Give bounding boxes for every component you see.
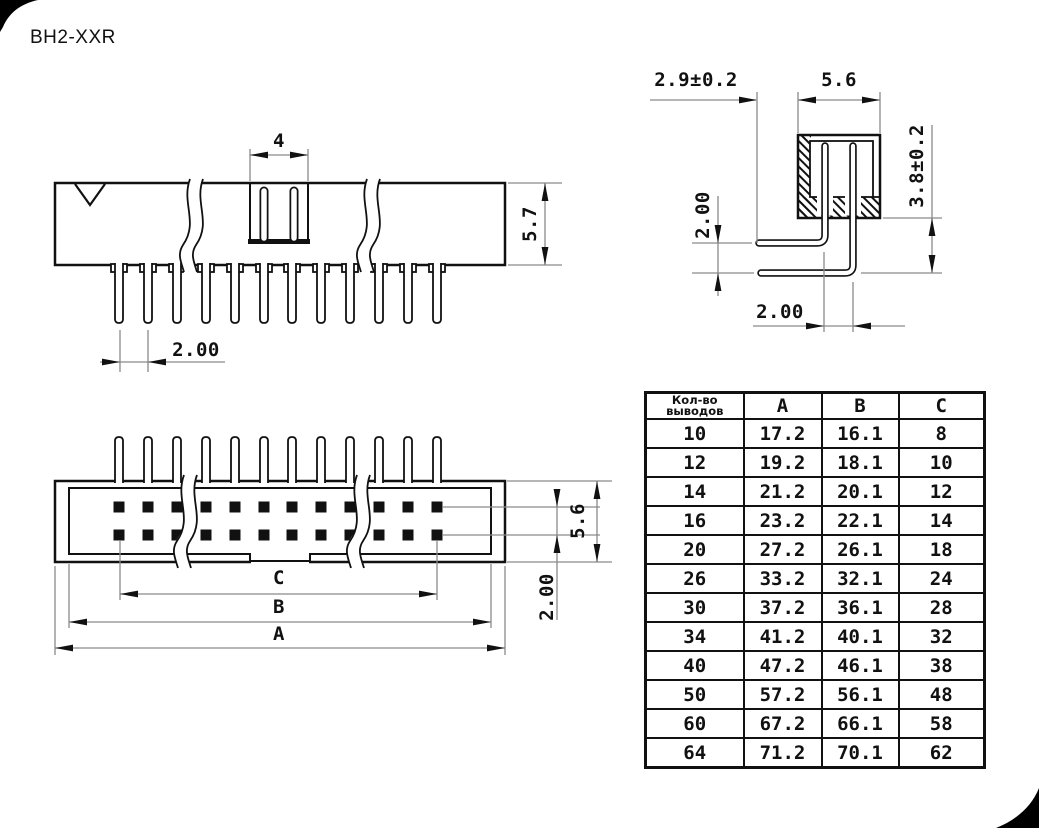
cell-pins: 16 — [644, 505, 745, 536]
cell-pins: 26 — [644, 563, 745, 594]
cell-a: 71.2 — [742, 737, 823, 769]
cell-c: 12 — [897, 476, 986, 507]
dim-front-slot-width: 4 — [273, 130, 285, 152]
cell-c: 28 — [897, 592, 986, 623]
scan-artifact-bottom-right — [996, 788, 1039, 828]
scan-artifact-top-left — [0, 0, 38, 32]
cell-pins: 60 — [644, 708, 745, 739]
front-view-dimensions — [100, 149, 562, 372]
cell-c: 32 — [897, 621, 986, 652]
cell-c: 24 — [897, 563, 986, 594]
dim-front-body-height: 5.7 — [519, 206, 541, 242]
polarity-notch — [74, 183, 106, 207]
cell-b: 16.1 — [820, 418, 900, 449]
cell-pins: 40 — [644, 650, 745, 681]
col-header-pins-line1: Кол-во — [671, 393, 718, 407]
dim-top-body-width: 5.6 — [567, 503, 589, 539]
dim-side-pin-pitch: 2.00 — [756, 301, 804, 323]
cell-pins: 12 — [644, 447, 745, 478]
cell-c: 38 — [897, 650, 986, 681]
dim-side-body-to-pin: 3.8±0.2 — [906, 124, 928, 208]
cell-pins: 14 — [644, 476, 745, 507]
col-header-pins-line2: выводов — [666, 404, 724, 418]
cell-a: 37.2 — [742, 592, 823, 623]
cell-b: 40.1 — [820, 621, 900, 652]
dim-side-row-pitch: 2.00 — [692, 191, 714, 239]
cell-pins: 50 — [644, 679, 745, 710]
side-view-drawing — [755, 133, 882, 277]
cell-b: 66.1 — [820, 708, 900, 739]
cell-c: 18 — [897, 534, 986, 565]
col-header-b: B — [820, 391, 900, 420]
cell-c: 58 — [897, 708, 986, 739]
cell-c: 8 — [897, 418, 986, 449]
cell-a: 21.2 — [742, 476, 823, 507]
cell-pins: 30 — [644, 592, 745, 623]
cell-a: 57.2 — [742, 679, 823, 710]
cell-a: 67.2 — [742, 708, 823, 739]
cell-a: 19.2 — [742, 447, 823, 478]
cell-b: 46.1 — [820, 650, 900, 681]
cell-pins: 10 — [644, 418, 745, 449]
cell-b: 56.1 — [820, 679, 900, 710]
cell-c: 48 — [897, 679, 986, 710]
cell-c: 62 — [897, 737, 986, 769]
dim-front-pin-pitch: 2.00 — [172, 339, 220, 361]
cell-c: 14 — [897, 505, 986, 536]
top-view-dimensions — [54, 480, 612, 655]
cell-b: 26.1 — [820, 534, 900, 565]
cell-pins: 34 — [644, 621, 745, 652]
col-header-a: A — [742, 391, 823, 420]
dim-top-row-pitch: 2.00 — [536, 573, 558, 621]
dim-top-c: C — [273, 567, 285, 589]
top-view-drawing — [53, 436, 507, 568]
cell-b: 18.1 — [820, 447, 900, 478]
dim-top-a: A — [273, 623, 285, 645]
cell-b: 36.1 — [820, 592, 900, 623]
cell-b: 32.1 — [820, 563, 900, 594]
cell-pins: 64 — [644, 737, 745, 769]
dim-side-body-width: 5.6 — [821, 69, 857, 91]
cell-a: 47.2 — [742, 650, 823, 681]
cell-b: 70.1 — [820, 737, 900, 769]
dim-top-b: B — [273, 596, 285, 618]
part-number-title: BH2-XXR — [30, 27, 116, 48]
col-header-pins: Кол-во выводов — [644, 391, 745, 420]
cell-a: 17.2 — [742, 418, 823, 449]
cell-pins: 20 — [644, 534, 745, 565]
table-header-row: Кол-во выводов A B C — [644, 391, 986, 420]
cell-a: 41.2 — [742, 621, 823, 652]
cell-a: 33.2 — [742, 563, 823, 594]
front-view-drawing — [53, 179, 507, 324]
cell-b: 22.1 — [820, 505, 900, 536]
side-view-dimensions — [650, 92, 942, 332]
col-header-c: C — [897, 391, 986, 420]
cell-b: 20.1 — [820, 476, 900, 507]
cell-a: 27.2 — [742, 534, 823, 565]
dim-side-pin-to-body: 2.9±0.2 — [654, 69, 738, 91]
cell-c: 10 — [897, 447, 986, 478]
cell-a: 23.2 — [742, 505, 823, 536]
